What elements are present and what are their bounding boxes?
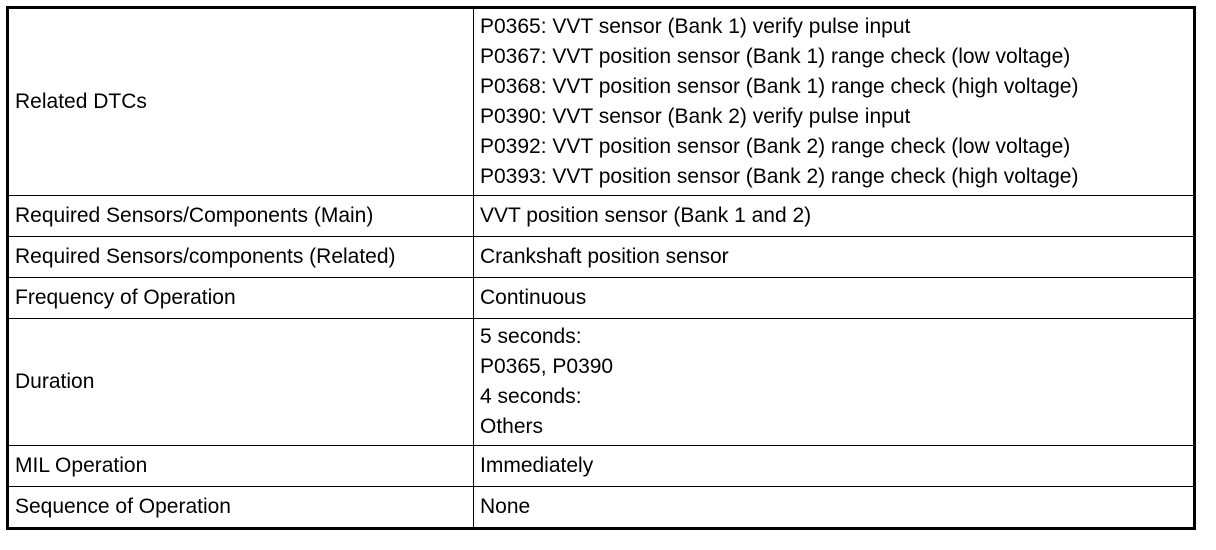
row-label: Sequence of Operation [7, 486, 474, 529]
row-value: Immediately [473, 445, 1195, 487]
row-value: Continuous [473, 277, 1195, 319]
table-row-frequency: Frequency of Operation Continuous [7, 277, 1195, 319]
row-label: Required Sensors/components (Related) [7, 236, 474, 278]
table-row-sequence: Sequence of Operation None [7, 486, 1195, 529]
value-line: Immediately [480, 454, 594, 477]
row-value: 5 seconds: P0365, P0390 4 seconds: Other… [473, 318, 1195, 446]
row-label: Required Sensors/Components (Main) [7, 195, 474, 237]
row-label: MIL Operation [7, 445, 474, 487]
row-value: None [473, 486, 1195, 529]
dtc-line: P0365: VVT sensor (Bank 1) verify pulse … [480, 15, 911, 38]
value-line: Continuous [480, 286, 587, 309]
table-row-mil-operation: MIL Operation Immediately [7, 445, 1195, 487]
table-row-related-sensors: Required Sensors/components (Related) Cr… [7, 236, 1195, 278]
value-line: VVT position sensor (Bank 1 and 2) [480, 204, 812, 227]
value-line: 5 seconds: [480, 325, 582, 348]
dtc-line: P0392: VVT position sensor (Bank 2) rang… [480, 135, 1071, 158]
dtc-line: P0393: VVT position sensor (Bank 2) rang… [480, 165, 1079, 188]
dtc-line: P0368: VVT position sensor (Bank 1) rang… [480, 75, 1079, 98]
value-line: Others [480, 415, 544, 438]
row-label: Frequency of Operation [7, 277, 474, 319]
value-line: Crankshaft position sensor [480, 245, 729, 268]
row-value: VVT position sensor (Bank 1 and 2) [473, 195, 1195, 237]
dtc-spec-table: Related DTCs P0365: VVT sensor (Bank 1) … [6, 6, 1196, 530]
table-row-related-dtcs: Related DTCs P0365: VVT sensor (Bank 1) … [7, 7, 1195, 196]
row-label: Related DTCs [7, 7, 474, 196]
dtc-line: P0390: VVT sensor (Bank 2) verify pulse … [480, 105, 911, 128]
row-label: Duration [7, 318, 474, 446]
dtc-line: P0367: VVT position sensor (Bank 1) rang… [480, 45, 1071, 68]
table-row-main-sensors: Required Sensors/Components (Main) VVT p… [7, 195, 1195, 237]
value-line: 4 seconds: [480, 385, 582, 408]
row-value: Crankshaft position sensor [473, 236, 1195, 278]
table-row-duration: Duration 5 seconds: P0365, P0390 4 secon… [7, 318, 1195, 446]
value-line: None [480, 495, 531, 518]
value-line: P0365, P0390 [480, 355, 614, 378]
row-value: P0365: VVT sensor (Bank 1) verify pulse … [473, 7, 1195, 196]
